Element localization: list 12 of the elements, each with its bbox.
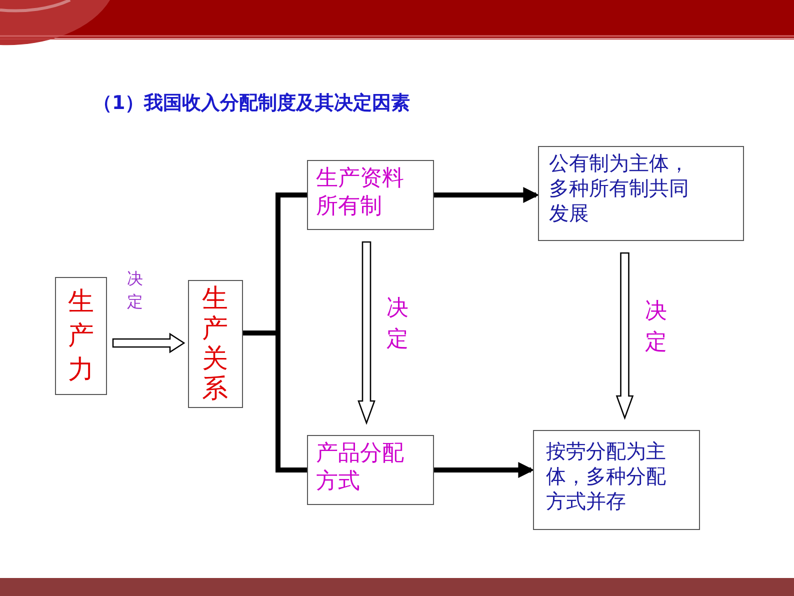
arrow (434, 187, 540, 203)
text-box: 公有制为主体，多种所有制共同发展 (538, 146, 744, 241)
text-box: 生产力 (55, 277, 107, 395)
text-box: 产品分配方式 (307, 435, 434, 505)
hollow-arrow (358, 241, 376, 425)
hollow-arrow (112, 332, 186, 354)
text-box: 生产资料所有制 (307, 160, 434, 230)
hollow-arrow (616, 252, 634, 420)
arrow (434, 462, 534, 478)
title: （1）我国收入分配制度及其决定因素 (93, 91, 410, 116)
text-box: 生产关系 (188, 280, 243, 408)
text-box: 按劳分配为主体，多种分配方式并存 (533, 430, 700, 530)
